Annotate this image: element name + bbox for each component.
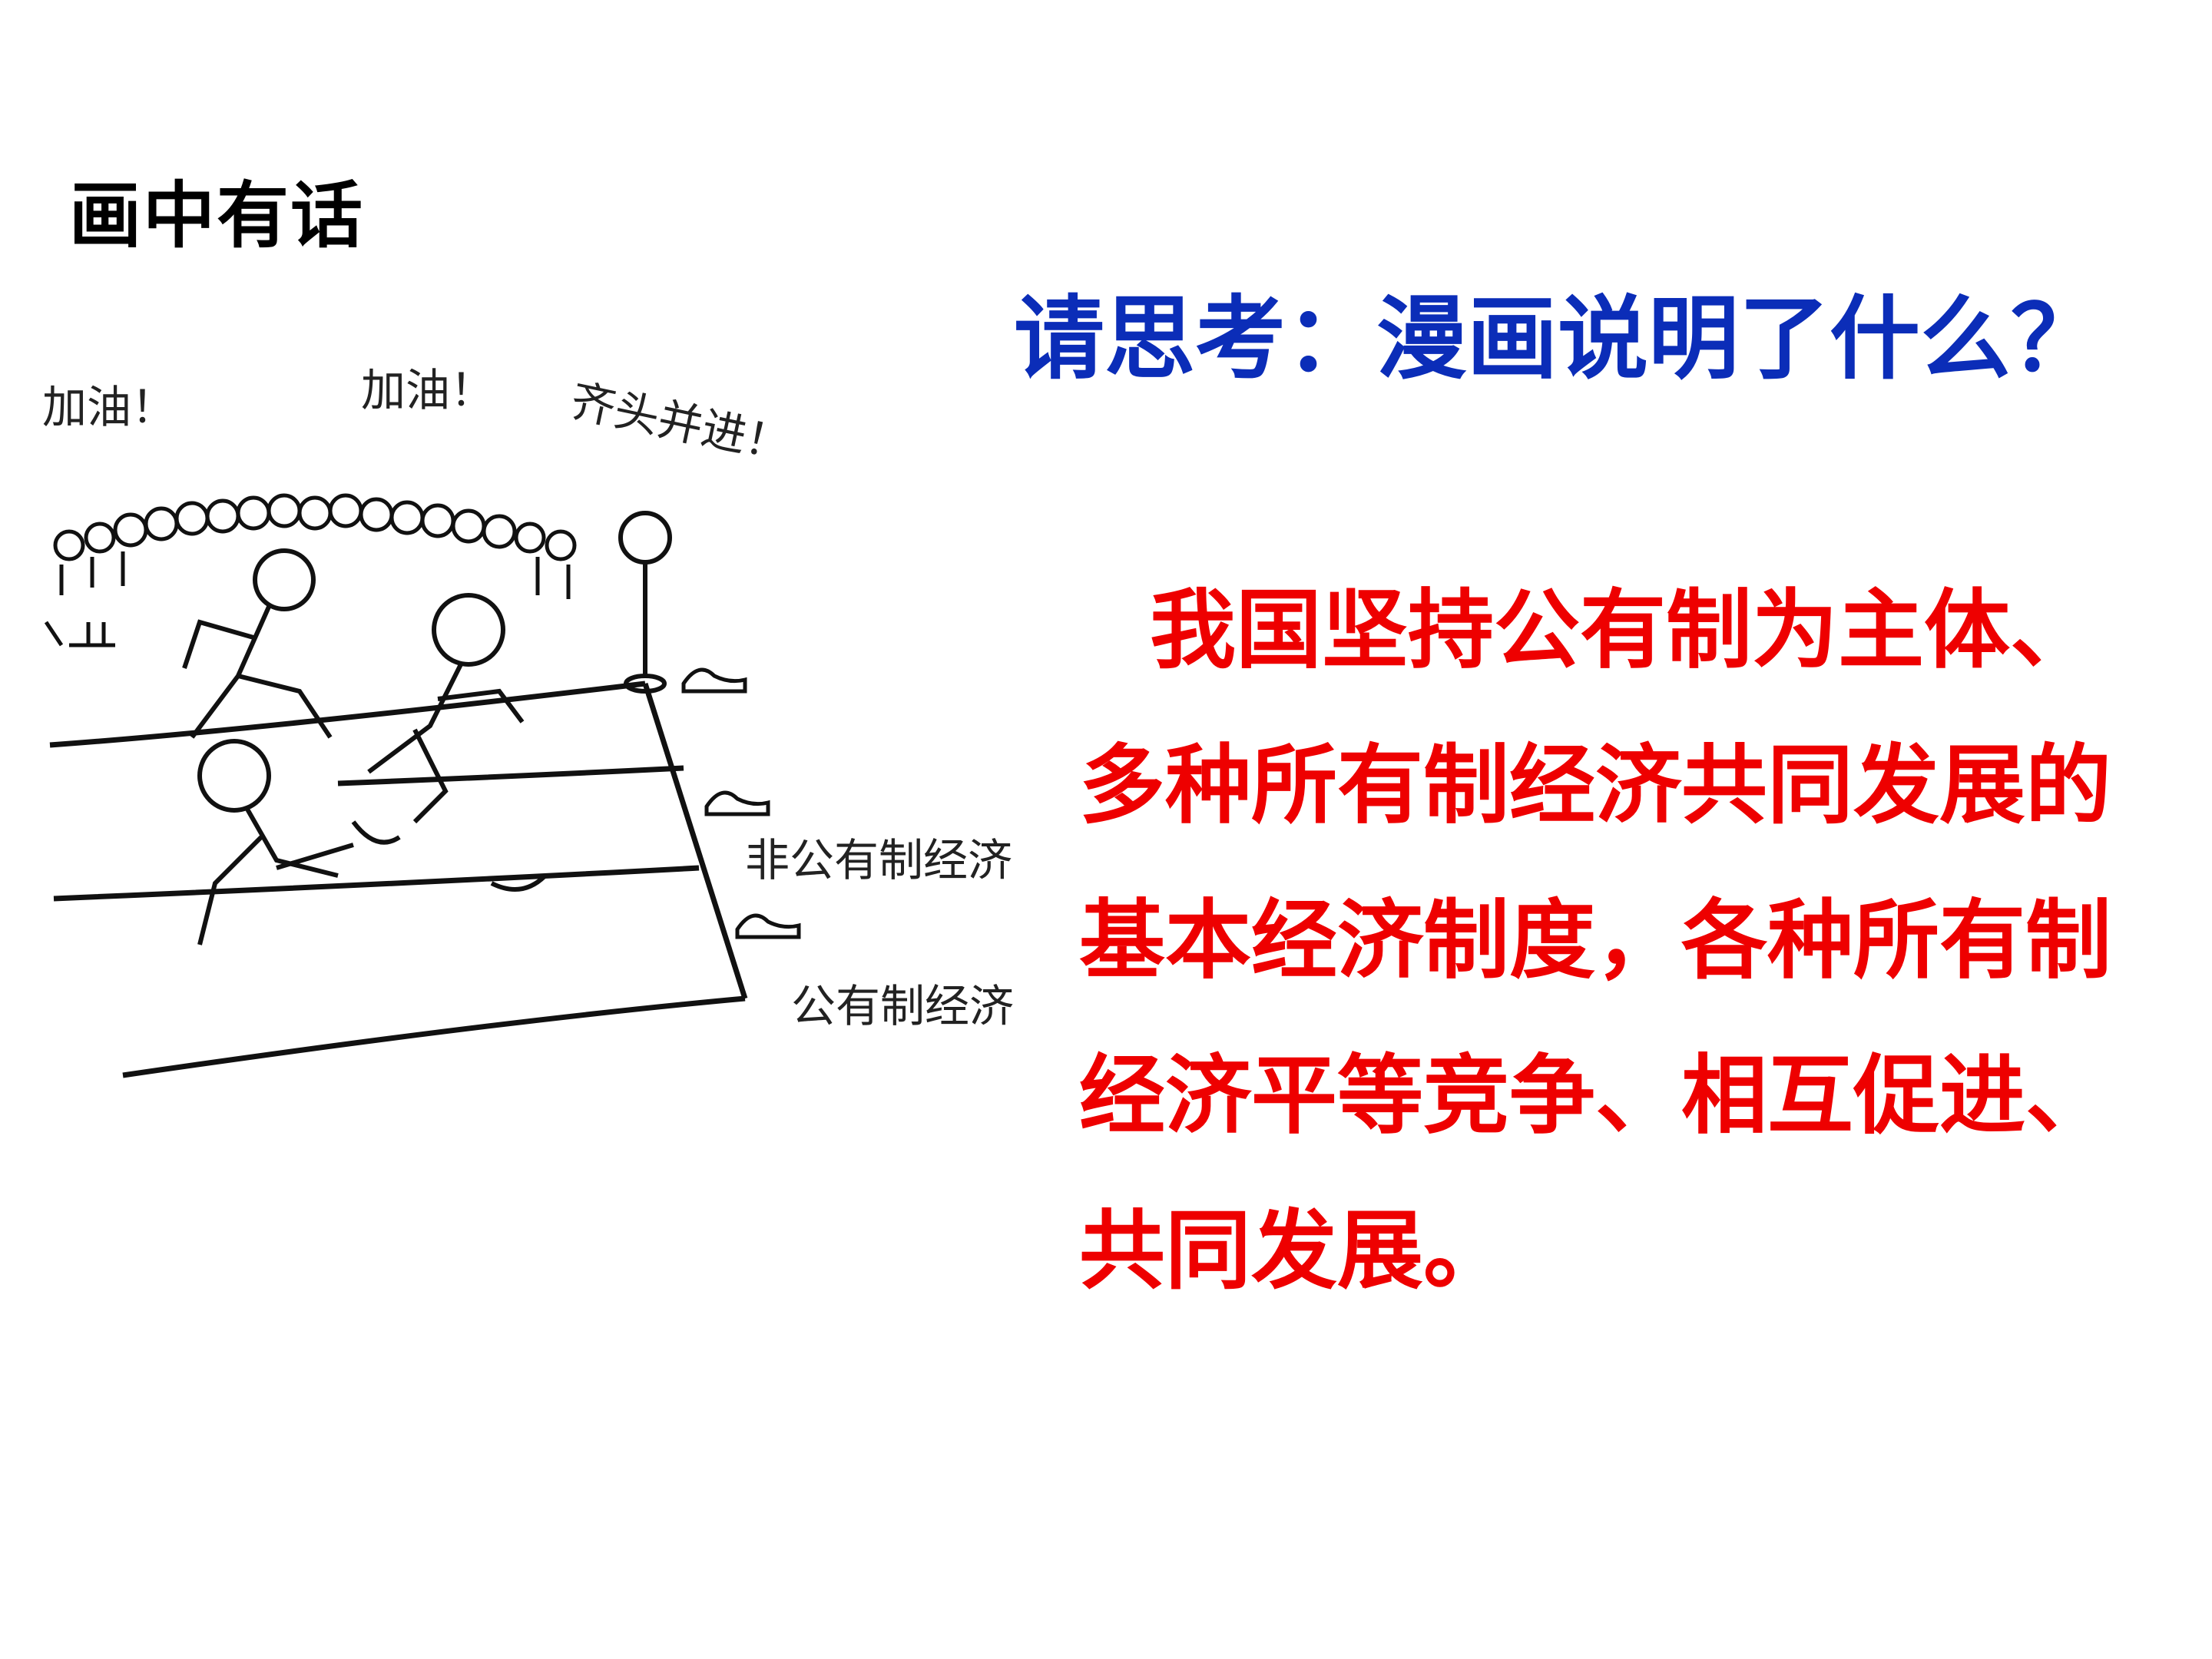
crowd xyxy=(44,493,577,647)
cartoon-drawing: 加油！ 加油！ 齐头并进！ xyxy=(42,364,1014,1078)
question-heading: 请思考：漫画说明了什么？ xyxy=(1014,286,2102,392)
shoes xyxy=(681,667,801,939)
answer-line-4: 经济平等竞争、相互促进、 xyxy=(1079,1046,2111,1146)
race-track xyxy=(49,680,748,1078)
answer-text: 我国坚持公有制为主体、 多种所有制经济共同发展的 基本经济制度，各种所有制 经济… xyxy=(1079,553,2170,1329)
slide-title: 画中有话 xyxy=(69,174,365,258)
answer-line-1: 我国坚持公有制为主体、 xyxy=(1150,581,2096,680)
race-cartoon: 加油！ 加油！ 齐头并进！ xyxy=(31,346,1052,1098)
cheer-middle-text: 加油！ xyxy=(361,364,495,416)
cheer-right-text: 齐头并进！ xyxy=(566,374,795,472)
cheer-left-text: 加油！ xyxy=(42,381,176,433)
lane-upper-label: 非公有制经济 xyxy=(745,834,1012,886)
answer-line-5: 共同发展。 xyxy=(1079,1201,1509,1301)
lane-lower-label: 公有制经济 xyxy=(791,980,1014,1032)
finish-sign xyxy=(618,511,672,694)
answer-line-3: 基本经济制度，各种所有制 xyxy=(1079,891,2111,991)
runners xyxy=(182,548,548,945)
answer-line-2: 多种所有制经济共同发展的 xyxy=(1079,736,2111,836)
